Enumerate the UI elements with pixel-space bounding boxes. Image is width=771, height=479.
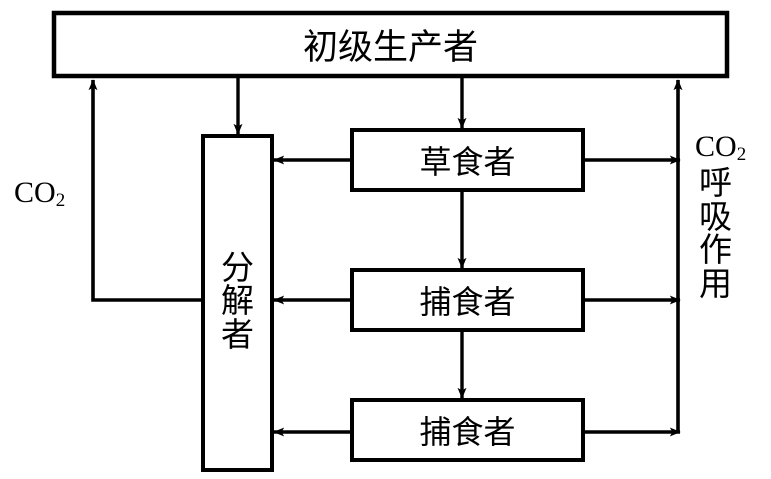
co2-left-label: CO2: [14, 176, 65, 212]
predator-1-box: [350, 268, 585, 332]
co2-right-subscript: 2: [736, 144, 747, 165]
primary-producer-box: [51, 10, 730, 79]
decomposer-box: [201, 134, 274, 472]
co2-right-formula: CO: [695, 130, 737, 163]
co2-right-formula-row: CO2: [695, 130, 763, 166]
respiration-char-1: 呼: [699, 166, 732, 202]
predator-2-box: [350, 398, 585, 462]
co2-left-subscript: 2: [55, 190, 66, 211]
co2-respiration-label: CO2 呼 吸 作 用: [693, 130, 763, 303]
herbivore-box: [350, 128, 585, 192]
respiration-label-vertical: 呼 吸 作 用: [699, 166, 763, 303]
connector-decomposer-to-producer-left: [88, 79, 203, 302]
respiration-char-4: 用: [699, 266, 732, 303]
co2-left-formula: CO: [14, 176, 56, 209]
respiration-char-2: 吸: [699, 199, 732, 236]
respiration-char-3: 作: [699, 233, 732, 270]
